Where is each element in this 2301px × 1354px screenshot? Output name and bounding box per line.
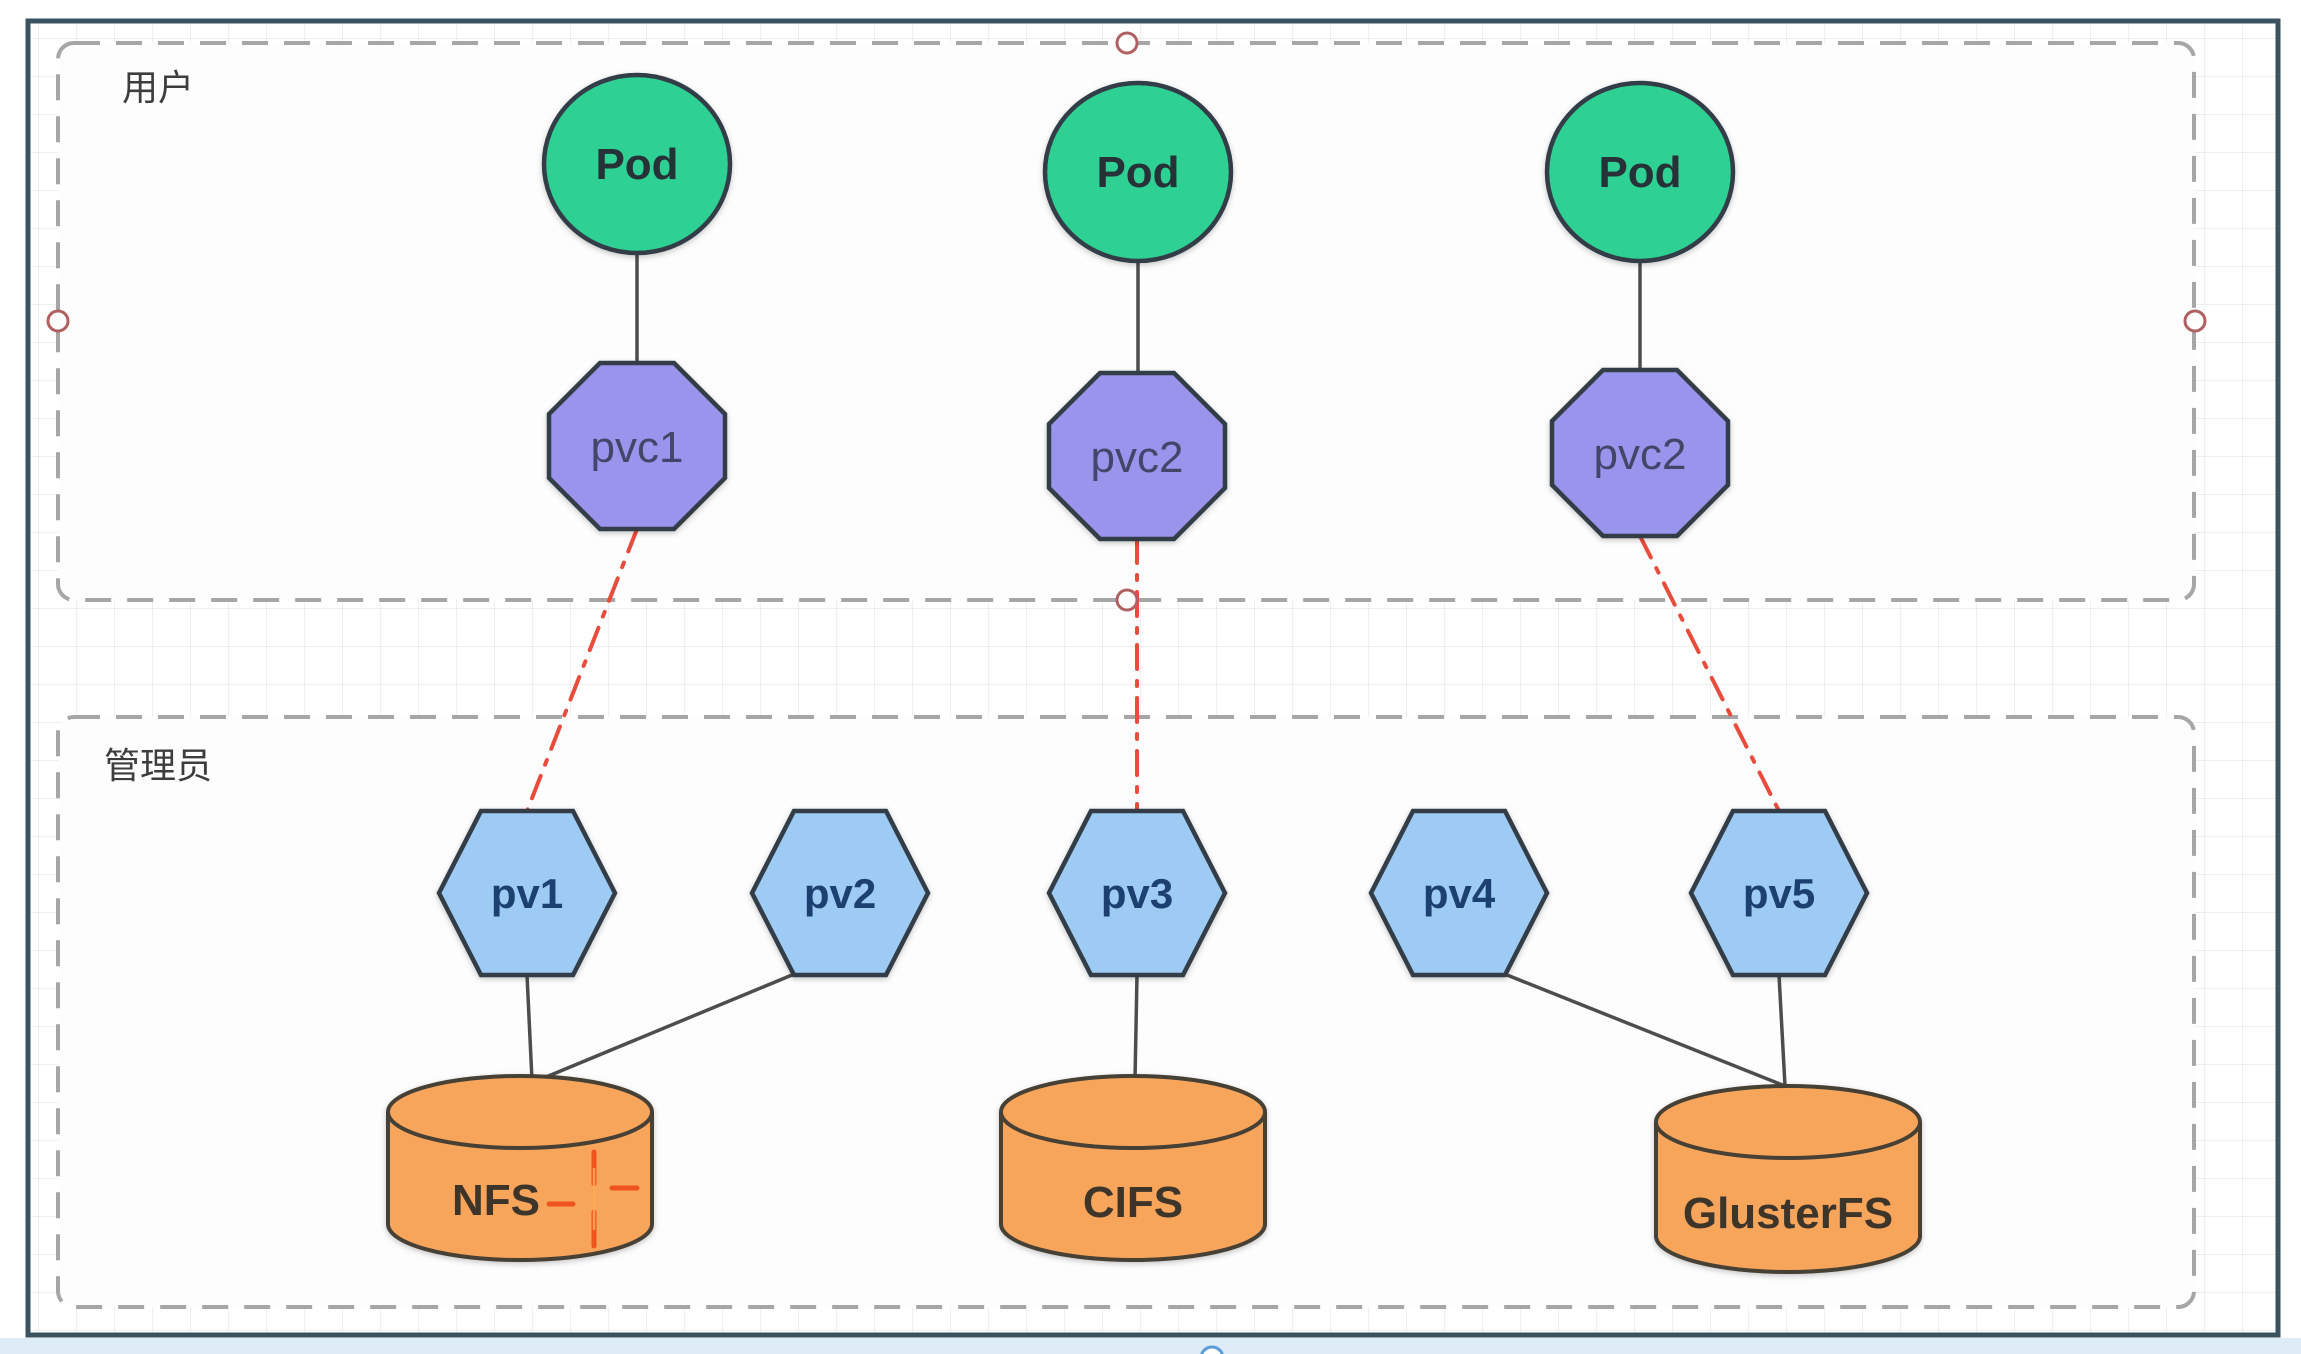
- selection-handle-right[interactable]: [2183, 309, 2207, 333]
- pod-node-3[interactable]: Pod: [1544, 80, 1736, 264]
- storage-cylinder-body[interactable]: [999, 1112, 1267, 1262]
- pv-shape[interactable]: [436, 808, 618, 978]
- pv-node-label: pv3: [1101, 870, 1173, 917]
- pod-node-label: Pod: [1598, 148, 1681, 197]
- edge-pv2-nfs[interactable]: [533, 973, 793, 1084]
- pod-shape[interactable]: [1042, 80, 1234, 264]
- storage-cylinder-top[interactable]: [999, 1074, 1267, 1150]
- edge-pv3-cifs[interactable]: [1133, 974, 1139, 1081]
- pvc-shape[interactable]: [1046, 370, 1228, 542]
- storage-label: NFS: [452, 1176, 540, 1225]
- pod-node-1[interactable]: Pod: [541, 72, 733, 256]
- storage-cylinder-top[interactable]: [386, 1074, 654, 1150]
- pvc-node-label: pvc2: [1091, 433, 1184, 482]
- pv-shape[interactable]: [1368, 808, 1550, 978]
- pvc-node-2[interactable]: pvc2: [1046, 370, 1228, 542]
- bottom-edge-handle[interactable]: [1200, 1345, 1224, 1354]
- selection-handle-bottom[interactable]: [1115, 588, 1139, 612]
- admin-group-label: 管理员: [104, 745, 212, 786]
- pv-shape[interactable]: [1688, 808, 1870, 978]
- pvc-node-1[interactable]: pvc1: [546, 360, 728, 532]
- pv-shape[interactable]: [1046, 808, 1228, 978]
- laser-pointer-spark-icon: [546, 1149, 640, 1249]
- storage-node-glusterfs[interactable]: GlusterFS: [1654, 1084, 1922, 1274]
- edge-pv5-glusterfs[interactable]: [1777, 974, 1787, 1087]
- pvc-shape[interactable]: [1549, 367, 1731, 539]
- storage-cylinder-body[interactable]: [1654, 1122, 1922, 1274]
- storage-node-cifs[interactable]: CIFS: [999, 1074, 1267, 1262]
- edge-pv1-nfs[interactable]: [525, 974, 534, 1081]
- pv-node-label: pv1: [491, 870, 563, 917]
- pod-node-2[interactable]: Pod: [1042, 80, 1234, 264]
- pv-node-label: pv5: [1743, 870, 1815, 917]
- pod-shape[interactable]: [1544, 80, 1736, 264]
- pv-node-label: pv2: [804, 870, 876, 917]
- outer-margin-strip: [0, 1338, 2301, 1354]
- storage-cylinder-top[interactable]: [1654, 1084, 1922, 1160]
- storage-cylinder-body[interactable]: [386, 1112, 654, 1262]
- selection-handle-top[interactable]: [1115, 31, 1139, 55]
- pod-shape[interactable]: [541, 72, 733, 256]
- pvc-node-label: pvc1: [591, 423, 684, 472]
- pv-node-4[interactable]: pv4: [1368, 808, 1550, 978]
- pod-node-label: Pod: [595, 140, 678, 189]
- pv-node-3[interactable]: pv3: [1046, 808, 1228, 978]
- pvc-node-3[interactable]: pvc2: [1549, 367, 1731, 539]
- edge-pvc2b-pv5[interactable]: [1638, 534, 1781, 813]
- pv-node-1[interactable]: pv1: [436, 808, 618, 978]
- pvc-shape[interactable]: [546, 360, 728, 532]
- user-group-label: 用户: [122, 67, 194, 108]
- pod-node-label: Pod: [1096, 148, 1179, 197]
- edge-pvc1-pv1[interactable]: [525, 527, 639, 813]
- edge-pv4-glusterfs[interactable]: [1506, 973, 1786, 1088]
- pv-node-2[interactable]: pv2: [749, 808, 931, 978]
- storage-node-nfs[interactable]: NFS: [386, 1074, 654, 1262]
- storage-label: CIFS: [1083, 1178, 1183, 1227]
- pv-node-label: pv4: [1423, 870, 1496, 917]
- selection-handle-left[interactable]: [46, 309, 70, 333]
- pv-node-5[interactable]: pv5: [1688, 808, 1870, 978]
- storage-label: GlusterFS: [1683, 1189, 1893, 1238]
- pvc-node-label: pvc2: [1594, 430, 1687, 479]
- pv-shape[interactable]: [749, 808, 931, 978]
